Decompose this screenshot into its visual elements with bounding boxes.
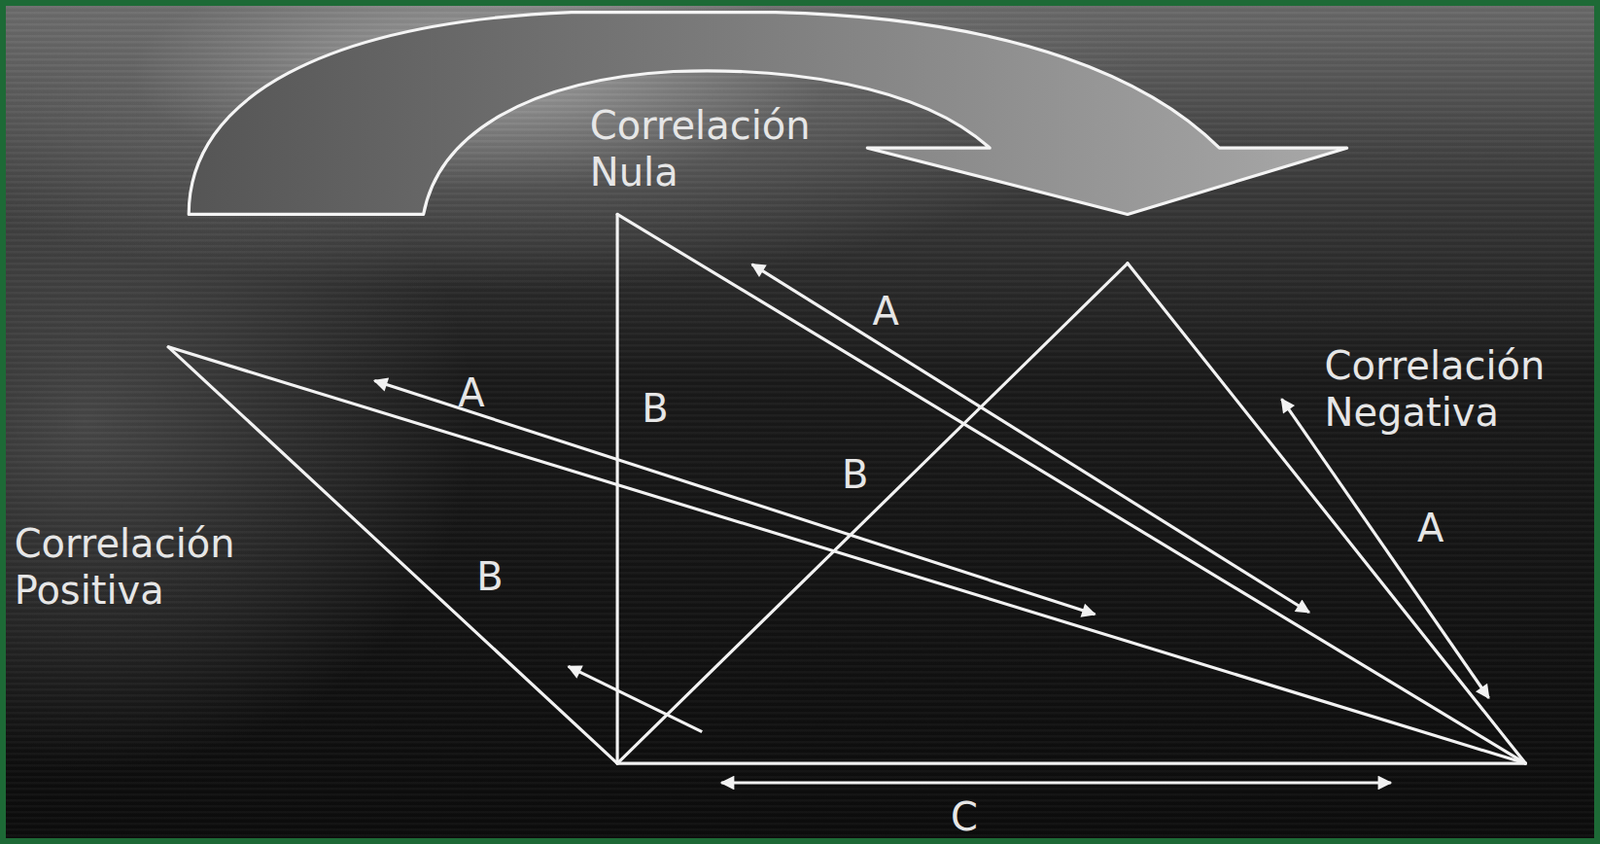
dimension-arrow [374, 380, 1095, 614]
dimension-arrow [721, 780, 1392, 784]
triangle-line [1127, 263, 1526, 764]
segment-letter: A [1417, 504, 1444, 552]
dimension-arrow [752, 264, 1310, 613]
pointer-arrow [568, 665, 703, 731]
triangle-line [616, 213, 620, 764]
segment-letter: B [641, 384, 668, 432]
dimension-arrow [1281, 398, 1489, 698]
triangle-line [168, 347, 1526, 764]
segment-letter: C [950, 793, 978, 840]
axis-label: Correlación Nula [590, 102, 811, 196]
segment-letter: A [457, 369, 485, 417]
segment-letter: B [476, 553, 503, 600]
triangle-line [617, 762, 1526, 766]
curved-arrow [188, 12, 1347, 215]
axis-label: Correlación Positiva [14, 520, 236, 614]
triangle-line [617, 213, 1526, 764]
triangle-line [168, 347, 618, 764]
axis-label: Correlación Negativa [1324, 342, 1546, 436]
segment-letter: A [871, 287, 899, 335]
segment-letter: B [841, 451, 869, 498]
